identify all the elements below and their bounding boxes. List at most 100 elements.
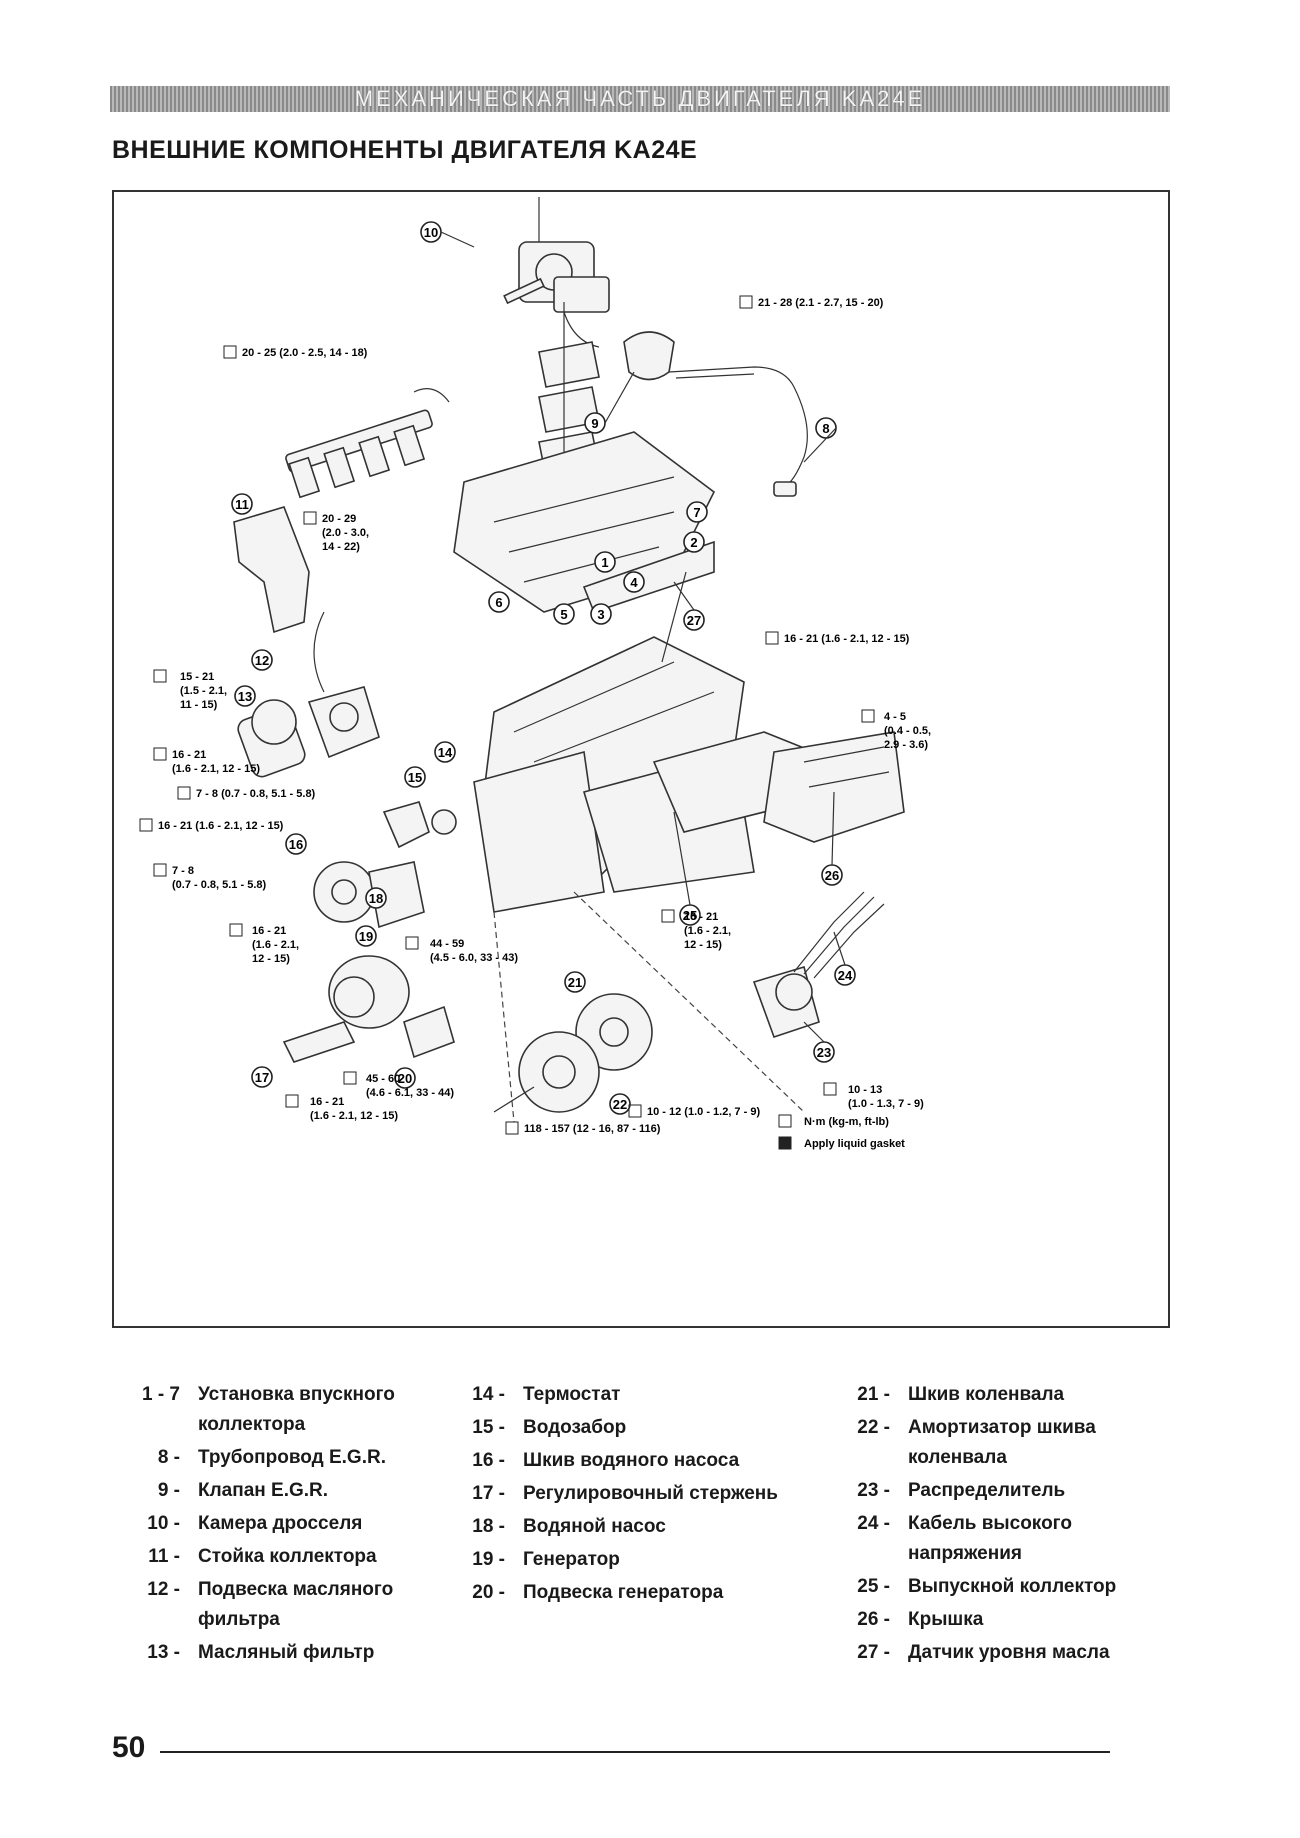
callout-19: 19 [355,925,377,947]
legend-column-2: 14 -Термостат 15 -Водозабор 16 -Шкив вод… [455,1380,813,1611]
svg-text:20: 20 [398,1071,412,1086]
section-header-band: МЕХАНИЧЕСКАЯ ЧАСТЬ ДВИГАТЕЛЯ KA24E [110,86,1170,112]
leader-lines [440,231,846,1043]
legend-item: 15 -Водозабор [472,1417,627,1438]
svg-text:16 - 21: 16 - 21 [172,749,206,761]
callout-23: 23 [813,1041,835,1063]
fuel-rail-drawing [285,388,450,499]
svg-text:118 - 157 (12 - 16, 87 - 116): 118 - 157 (12 - 16, 87 - 116) [524,1123,661,1135]
part-callouts: 1 2 3 4 5 6 7 8 9 10 11 12 13 14 15 16 1… [231,221,856,1115]
svg-text:6: 6 [495,595,502,610]
callout-27: 27 [683,609,705,631]
legend-item: 13 -Масляный фильтр [147,1642,375,1663]
page-number: 50 [112,1731,146,1764]
svg-text:16 - 21: 16 - 21 [684,911,718,923]
legend-item: 11 -Стойка коллектора [148,1546,377,1567]
svg-text:12: 12 [255,653,269,668]
exploded-engine-diagram: 1 2 3 4 5 6 7 8 9 10 11 12 13 14 15 16 1… [112,190,1170,1328]
torque-spec: 7 - 8 (0.7 - 0.8, 5.1 - 5.8) [177,786,316,800]
svg-text:(2.0 - 3.0,: (2.0 - 3.0, [322,527,369,539]
torque-spec: 16 - 21(1.6 - 2.1, 12 - 15) [153,747,260,775]
callout-26: 26 [821,864,843,886]
legend-item: 21 -Шкив коленвала [857,1384,1065,1405]
torque-spec: 44 - 59(4.5 - 6.0, 33 - 43) [405,936,518,964]
legend-item: 23 -Распределитель [857,1480,1066,1501]
svg-text:12 - 15): 12 - 15) [252,953,290,965]
callout-5: 5 [553,603,575,625]
legend-item: 24 -Кабель высокого напряжения [857,1513,1072,1564]
svg-text:16 - 21 (1.6 - 2.1, 12 - 15): 16 - 21 (1.6 - 2.1, 12 - 15) [784,633,910,645]
svg-text:3: 3 [597,607,604,622]
svg-text:21: 21 [568,975,582,990]
torque-spec: 16 - 21(1.6 - 2.1,12 - 15) [229,923,299,965]
svg-text:19: 19 [359,929,373,944]
torque-spec: 10 - 12 (1.0 - 1.2, 7 - 9) [628,1104,760,1118]
section-header-text: МЕХАНИЧЕСКАЯ ЧАСТЬ ДВИГАТЕЛЯ KA24E [354,86,926,111]
callout-22: 22 [609,1093,631,1115]
svg-text:5: 5 [560,607,567,622]
svg-text:20 - 29: 20 - 29 [322,513,356,525]
svg-text:15 - 21: 15 - 21 [180,671,214,683]
svg-text:10 - 13: 10 - 13 [848,1084,882,1096]
distributor-drawing [752,891,885,1039]
torque-spec: 16 - 21 (1.6 - 2.1, 12 - 15) [661,909,731,951]
gasket-stack-drawing [538,302,600,492]
svg-text:45 - 60: 45 - 60 [366,1073,400,1085]
svg-text:18: 18 [369,891,383,906]
torque-key-icon [778,1114,792,1128]
svg-text:(1.5 - 2.1,: (1.5 - 2.1, [180,685,227,697]
callout-13: 13 [234,685,256,707]
egr-valve-drawing [623,331,808,497]
svg-text:24: 24 [838,968,853,983]
torque-key-label: N·m (kg-m, ft-lb) [804,1116,889,1128]
svg-text:(4.6 - 6.1, 33 - 44): (4.6 - 6.1, 33 - 44) [366,1087,454,1099]
svg-text:44 - 59: 44 - 59 [430,938,464,950]
svg-text:12 - 15): 12 - 15) [684,939,722,951]
legend-item: 8 -Трубопровод E.G.R. [157,1447,386,1468]
svg-text:11 - 15): 11 - 15) [180,699,218,711]
callout-4: 4 [623,571,645,593]
callout-8: 8 [815,417,837,439]
legend-item: 9 -Клапан E.G.R. [157,1480,329,1501]
svg-text:16 - 21: 16 - 21 [252,925,286,937]
callout-10: 10 [420,221,442,243]
torque-spec: 7 - 8(0.7 - 0.8, 5.1 - 5.8) [153,863,266,891]
torque-specs: 21 - 28 (2.1 - 2.7, 15 - 20) 20 - 25 (2.… [139,295,931,1135]
oil-filter-drawing [237,611,380,778]
svg-text:4: 4 [630,575,638,590]
svg-text:17: 17 [255,1070,269,1085]
torque-spec: 4 - 5(0.4 - 0.5,2.9 - 3.6) [861,709,931,751]
svg-text:(1.6 - 2.1,: (1.6 - 2.1, [684,925,731,937]
svg-text:14: 14 [438,745,453,760]
torque-spec: 118 - 157 (12 - 16, 87 - 116) [505,1121,661,1135]
exhaust-manifold-drawing [652,731,905,843]
legend-item: 17 -Регулировочный стержень [472,1483,778,1504]
legend-item: 10 -Камера дросселя [147,1513,363,1534]
svg-text:(0.7 - 0.8, 5.1 - 5.8): (0.7 - 0.8, 5.1 - 5.8) [172,879,266,891]
svg-text:23: 23 [817,1045,831,1060]
svg-text:(1.0 - 1.3, 7 - 9): (1.0 - 1.3, 7 - 9) [848,1098,924,1110]
svg-text:2.9 - 3.6): 2.9 - 3.6) [884,739,928,751]
legend-item: 22 -Амортизатор шкива коленвала [857,1417,1096,1468]
torque-spec: 15 - 21 (1.5 - 2.1, 11 - 15) [153,669,227,711]
svg-text:11: 11 [235,497,249,512]
legend-item: 27 -Датчик уровня масла [857,1642,1110,1663]
callout-9: 9 [584,412,606,434]
svg-text:26: 26 [825,868,839,883]
alternator-drawing [282,955,455,1063]
callout-24: 24 [834,964,856,986]
callout-1: 1 [594,551,616,573]
legend-item: 18 -Водяной насос [472,1516,666,1537]
callout-3: 3 [590,603,612,625]
callout-21: 21 [564,971,586,993]
svg-text:4 - 5: 4 - 5 [884,711,906,723]
svg-text:25: 25 [683,908,697,923]
callout-2: 2 [683,531,705,553]
callout-12: 12 [251,649,273,671]
torque-spec: 16 - 21 (1.6 - 2.1, 12 - 15) [139,818,284,832]
svg-text:2: 2 [690,535,697,550]
legend-item: 12 -Подвеска масляного фильтра [147,1579,394,1630]
svg-text:16: 16 [289,837,303,852]
legend-column-3: 21 -Шкив коленвала 22 -Амортизатор шкива… [838,1380,1168,1671]
